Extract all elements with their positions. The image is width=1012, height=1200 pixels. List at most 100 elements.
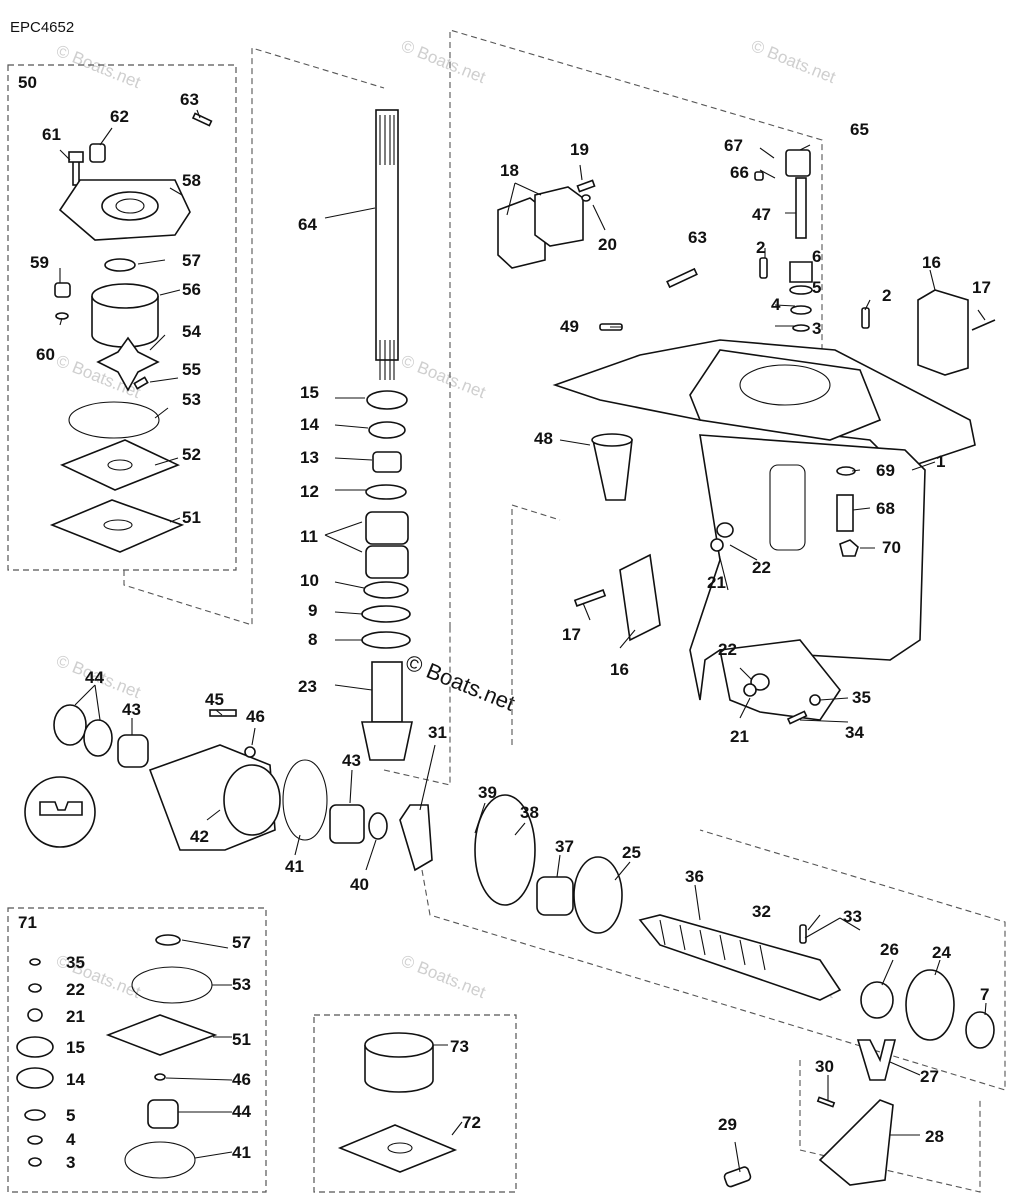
kit-box-50 bbox=[7, 64, 237, 571]
callout-label: 34 bbox=[845, 723, 864, 742]
callout-label: 28 bbox=[925, 1127, 944, 1146]
callout-labels: 50 63 61 62 58 59 57 56 60 54 55 53 52 5… bbox=[18, 73, 991, 1172]
callout-label: 38 bbox=[520, 803, 539, 822]
callout-label: 29 bbox=[718, 1115, 737, 1134]
callout-label: 26 bbox=[880, 940, 899, 959]
callout-label: 51 bbox=[232, 1030, 251, 1049]
guide-lines bbox=[123, 29, 1006, 1193]
callout-label: 36 bbox=[685, 867, 704, 886]
callout-label: 45 bbox=[205, 690, 224, 709]
callout-label: 30 bbox=[815, 1057, 834, 1076]
callout-label: 68 bbox=[876, 499, 895, 518]
callout-label: 35 bbox=[66, 953, 85, 972]
callout-label: 46 bbox=[246, 707, 265, 726]
callout-label: 31 bbox=[428, 723, 447, 742]
callout-label: 21 bbox=[66, 1007, 85, 1026]
callout-label: 17 bbox=[562, 625, 581, 644]
callout-label: 5 bbox=[66, 1106, 75, 1125]
callout-label: 10 bbox=[300, 571, 319, 590]
callout-label: 27 bbox=[920, 1067, 939, 1086]
callout-label: 55 bbox=[182, 360, 201, 379]
callout-label: 39 bbox=[478, 783, 497, 802]
drive-shaft bbox=[361, 109, 413, 761]
callout-label: 9 bbox=[308, 601, 317, 620]
callout-label: 54 bbox=[182, 322, 201, 341]
callout-label: 12 bbox=[300, 482, 319, 501]
callout-label: 22 bbox=[718, 640, 737, 659]
callout-label: 16 bbox=[922, 253, 941, 272]
leader-lines bbox=[59, 109, 987, 1173]
watermark: © Boats.net bbox=[399, 351, 489, 402]
callout-label: 22 bbox=[66, 980, 85, 999]
callout-label: 41 bbox=[285, 857, 304, 876]
kit-box-71 bbox=[7, 907, 267, 1193]
callout-label: 23 bbox=[298, 677, 317, 696]
callout-label: 60 bbox=[36, 345, 55, 364]
callout-label: 56 bbox=[182, 280, 201, 299]
callout-label: 3 bbox=[812, 319, 821, 338]
callout-label: 14 bbox=[66, 1070, 85, 1089]
callout-label: 42 bbox=[190, 827, 209, 846]
callout-label: 62 bbox=[110, 107, 129, 126]
callout-label: 51 bbox=[182, 508, 201, 527]
callout-label: 46 bbox=[232, 1070, 251, 1089]
callout-label: 4 bbox=[771, 295, 781, 314]
callout-label: 57 bbox=[182, 251, 201, 270]
diagram-code: EPC4652 bbox=[10, 19, 74, 36]
callout-label: 63 bbox=[688, 228, 707, 247]
callout-label: 67 bbox=[724, 136, 743, 155]
callout-label: 69 bbox=[876, 461, 895, 480]
callout-label: 6 bbox=[812, 247, 821, 266]
callout-label: 44 bbox=[232, 1102, 251, 1121]
callout-label: 58 bbox=[182, 171, 201, 190]
kit-71 bbox=[16, 934, 218, 1179]
callout-label: 19 bbox=[570, 140, 589, 159]
callout-label: 11 bbox=[300, 527, 318, 546]
callout-label: 37 bbox=[555, 837, 574, 856]
callout-label: 41 bbox=[232, 1143, 251, 1162]
center-watermark: © Boats.net bbox=[402, 649, 518, 715]
callout-label: 21 bbox=[707, 573, 726, 592]
callout-label: 53 bbox=[182, 390, 201, 409]
callout-label: 43 bbox=[122, 700, 141, 719]
watermark: © Boats.net bbox=[749, 36, 839, 87]
callout-label: 65 bbox=[850, 120, 869, 139]
callout-label: 59 bbox=[30, 253, 49, 272]
callout-label: 61 bbox=[42, 125, 61, 144]
propeller-shaft-assembly bbox=[24, 704, 995, 1188]
callout-label: 20 bbox=[598, 235, 617, 254]
callout-label: 53 bbox=[232, 975, 251, 994]
callout-label: 2 bbox=[882, 286, 891, 305]
callout-label: 63 bbox=[180, 90, 199, 109]
callout-label: 25 bbox=[622, 843, 641, 862]
callout-label: 71 bbox=[18, 913, 37, 932]
callout-label: 50 bbox=[18, 73, 37, 92]
kit-box-73 bbox=[313, 1014, 517, 1193]
callout-label: 72 bbox=[462, 1113, 481, 1132]
callout-label: 22 bbox=[752, 558, 771, 577]
callout-label: 40 bbox=[350, 875, 369, 894]
callout-label: 15 bbox=[300, 383, 319, 402]
callout-label: 33 bbox=[843, 907, 862, 926]
callout-label: 64 bbox=[298, 215, 317, 234]
callout-label: 32 bbox=[752, 902, 771, 921]
callout-label: 49 bbox=[560, 317, 579, 336]
callout-label: 43 bbox=[342, 751, 361, 770]
callout-label: 57 bbox=[232, 933, 251, 952]
callout-label: 15 bbox=[66, 1038, 85, 1057]
watermark: © Boats.net bbox=[399, 36, 489, 87]
callout-label: 48 bbox=[534, 429, 553, 448]
callout-label: 7 bbox=[980, 985, 989, 1004]
callout-label: 1 bbox=[936, 452, 945, 471]
callout-label: 66 bbox=[730, 163, 749, 182]
callout-label: 13 bbox=[300, 448, 319, 467]
callout-label: 3 bbox=[66, 1153, 75, 1172]
watermark: © Boats.net bbox=[54, 41, 144, 92]
callout-label: 2 bbox=[756, 238, 765, 257]
kit-73 bbox=[337, 1032, 458, 1173]
callout-label: 24 bbox=[932, 943, 951, 962]
callout-label: 8 bbox=[308, 630, 317, 649]
callout-label: 21 bbox=[730, 727, 749, 746]
callout-label: 73 bbox=[450, 1037, 469, 1056]
callout-label: 44 bbox=[85, 668, 104, 687]
